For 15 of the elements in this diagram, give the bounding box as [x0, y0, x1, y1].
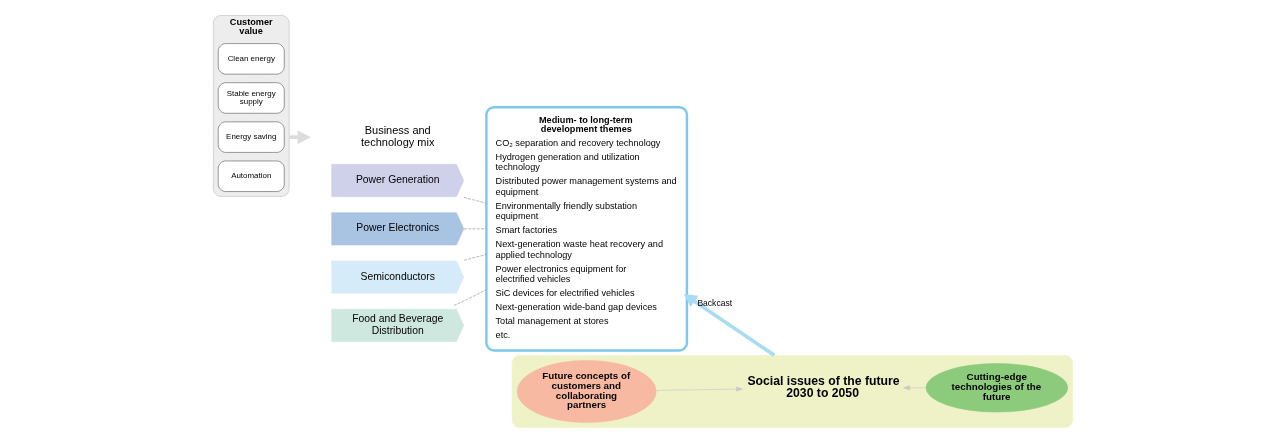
node-ellipse: Future concepts of customers and collaborating partners [516, 360, 656, 423]
label: Business and technology mix [360, 123, 434, 148]
connector [463, 228, 487, 230]
arrow [288, 130, 311, 144]
arrow [683, 294, 775, 357]
arrow [655, 386, 743, 392]
node-box: Medium- to long-term development themes CO₂ separation and recovery technology Hydrogen generation and utilization technology Distributed power management systems and equipment Environmentally friendly substation equipment Smart factories Next-generation waste heat recovery and applied technology Power electronics equipment for electrified vehicles SiC devices for electrified vehicles Next-generation wide-band gap devices Total management at stores etc. [484, 105, 688, 352]
arrow [902, 385, 926, 391]
connector [452, 289, 487, 306]
cluster [511, 355, 1073, 428]
node-ellipse: Cutting-edge technologies of the future [925, 363, 1068, 413]
node-text: Social issues of the future 2030 to 2050 [746, 373, 900, 400]
edge-label: Backcast [696, 297, 732, 308]
connector [463, 254, 487, 261]
connector [463, 197, 487, 204]
